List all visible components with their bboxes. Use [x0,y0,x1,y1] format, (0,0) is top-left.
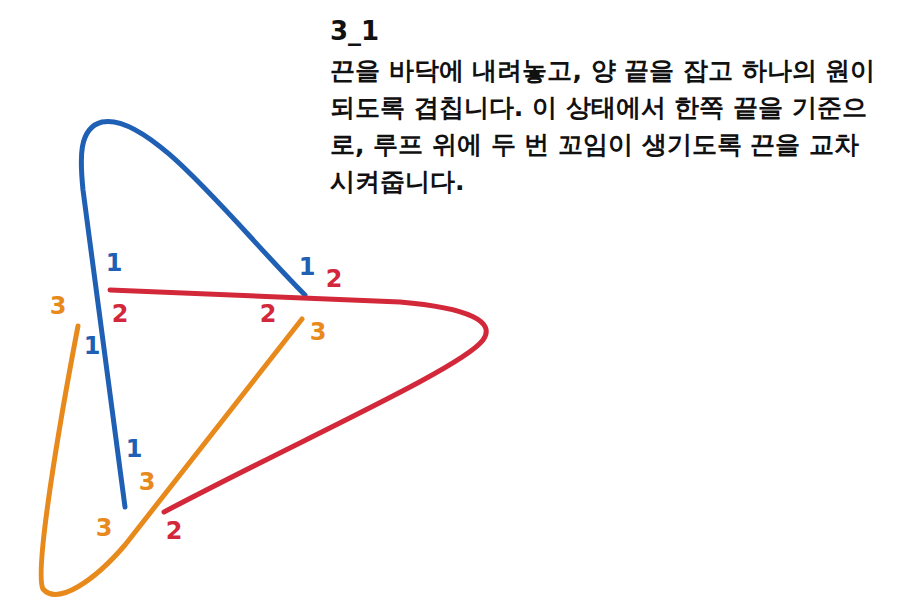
strand-number: 3 [139,470,156,494]
strand-number: 2 [112,302,129,326]
strand-number: 1 [299,255,316,279]
blue-strand [81,121,305,507]
strand-number: 1 [126,437,143,461]
knot-title: 3_1 [330,16,379,46]
strand-number: 1 [84,334,101,358]
strand-number: 1 [106,251,123,275]
strand-number: 3 [50,294,67,318]
strand-number: 2 [326,267,343,291]
strand-number: 2 [166,519,183,543]
strand-number: 3 [310,320,327,344]
strand-number: 2 [260,302,277,326]
strand-number: 3 [96,516,113,540]
instruction-note: 끈을 바닥에 내려놓고, 양 끝을 잡고 하나의 원이 되도록 겹칩니다. 이 … [330,52,882,200]
orange-strand [41,319,302,594]
